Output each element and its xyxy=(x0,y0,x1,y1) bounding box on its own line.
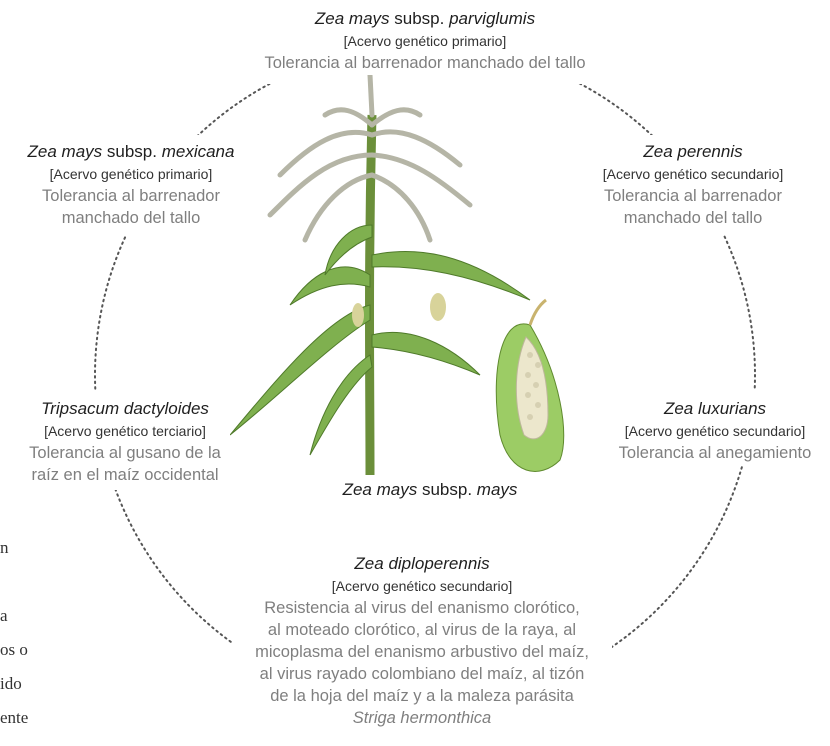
trait-line: Resistencia al virus del enanismo clorót… xyxy=(232,597,612,619)
node-title: Tripsacum dactyloides xyxy=(0,398,250,420)
gene-pool-label: [Acervo genético terciario] xyxy=(0,420,250,442)
node-zea-mays-mexicana: Zea mays subsp. mexicana [Acervo genétic… xyxy=(0,141,262,229)
trait-line: al moteado clorótico, al virus de la ray… xyxy=(232,619,612,641)
node-title: Zea diploperennis xyxy=(232,553,612,575)
gene-pool-label: [Acervo genético secundario] xyxy=(232,575,612,597)
trait-line: Tolerancia al barrenador manchado del ta… xyxy=(215,52,635,74)
trait-line-italic: Striga hermonthica xyxy=(232,707,612,729)
subspecies-epithet: parviglumis xyxy=(449,9,535,28)
node-title: Zea luxurians xyxy=(600,398,830,420)
gene-pool-label: [Acervo genético secundario] xyxy=(600,420,830,442)
gene-pool-label: [Acervo genético primario] xyxy=(0,163,262,185)
trait-line: de la hoja del maíz y a la maleza parási… xyxy=(232,685,612,707)
node-zea-perennis: Zea perennis [Acervo genético secundario… xyxy=(578,141,808,229)
cropped-text-fragment: ido xyxy=(0,674,22,694)
trait-line: Tolerancia al anegamiento xyxy=(600,442,830,464)
trait-line: Tolerancia al barrenador xyxy=(0,185,262,207)
maize-plant-illustration xyxy=(230,75,610,495)
subsp-word: subsp. xyxy=(422,480,472,499)
genus-species: Zea mays xyxy=(315,9,390,28)
trait-line: Tolerancia al barrenador xyxy=(578,185,808,207)
node-title: Zea mays subsp. mexicana xyxy=(0,141,262,163)
trait-line: manchado del tallo xyxy=(578,207,808,229)
trait-line: al virus rayado colombiano del maíz, al … xyxy=(232,663,612,685)
gene-pool-label: [Acervo genético primario] xyxy=(215,30,635,52)
subsp-word: subsp. xyxy=(390,9,450,28)
node-tripsacum-dactyloides: Tripsacum dactyloides [Acervo genético t… xyxy=(0,398,250,486)
node-zea-mays-parviglumis: Zea mays subsp. parviglumis [Acervo gené… xyxy=(215,8,635,74)
genus-species: Zea mays xyxy=(343,480,418,499)
node-title: Zea perennis xyxy=(578,141,808,163)
center-species-label: Zea mays subsp. mays xyxy=(340,480,520,500)
genus-species: Zea mays xyxy=(28,142,103,161)
node-title: Zea mays subsp. parviglumis xyxy=(215,8,635,30)
trait-line: manchado del tallo xyxy=(0,207,262,229)
trait-line: Tolerancia al gusano de la xyxy=(0,442,250,464)
trait-line: micoplasma del enanismo arbustivo del ma… xyxy=(232,641,612,663)
cropped-text-fragment: os o xyxy=(0,640,28,660)
subspecies-epithet: mays xyxy=(477,480,518,499)
trait-line: raíz en el maíz occidental xyxy=(0,464,250,486)
cropped-text-fragment: a xyxy=(0,606,8,626)
subspecies-epithet: mexicana xyxy=(162,142,235,161)
node-zea-diploperennis: Zea diploperennis [Acervo genético secun… xyxy=(232,553,612,729)
cropped-text-fragment: ente xyxy=(0,708,28,728)
cropped-text-fragment: n xyxy=(0,538,9,558)
gene-pool-label: [Acervo genético secundario] xyxy=(578,163,808,185)
node-zea-luxurians: Zea luxurians [Acervo genético secundari… xyxy=(600,398,830,464)
subsp-word: subsp. xyxy=(102,142,162,161)
